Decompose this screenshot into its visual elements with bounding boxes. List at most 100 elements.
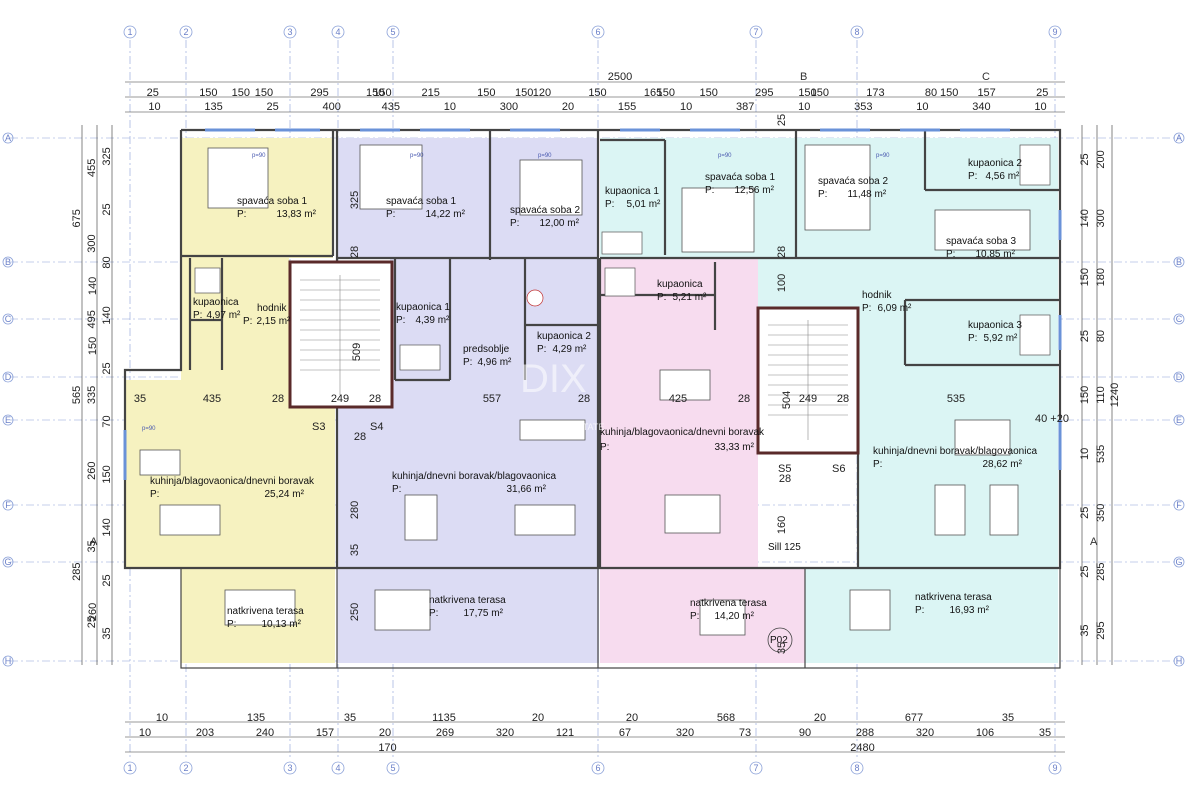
dimension-value: 325: [101, 147, 113, 165]
bed-icon: [359, 144, 423, 210]
interior-dimension: 150: [87, 337, 99, 355]
axis-bottom-4: 4: [335, 763, 340, 773]
dimension-value: 455: [86, 159, 98, 177]
dimension-value: 135: [247, 712, 265, 724]
area-prefix: P:: [946, 249, 955, 260]
bed-icon: [681, 187, 755, 253]
dimension-value: 285: [71, 562, 83, 580]
interior-dimension: 28: [578, 393, 590, 405]
axis-top-3: 3: [287, 27, 292, 37]
interior-dimension: 35: [134, 393, 146, 405]
svg-text:P:4,97 m²: P:4,97 m²: [193, 310, 241, 321]
room-name: kupaonica 1: [396, 302, 450, 313]
bed-icon: [934, 209, 1031, 251]
dimension-value: 2480: [850, 742, 874, 754]
axis-left-f: F: [5, 500, 11, 510]
area-prefix: P:: [690, 611, 699, 622]
room-area: 12,56 m²: [734, 185, 774, 196]
room-area: 28,62 m²: [982, 459, 1022, 470]
svg-text:P:14,20 m²: P:14,20 m²: [690, 611, 755, 622]
axis-labels: 1 2 3 4 5 6 7 8 9 1 2 3 4 5 6 7 8 9 A B …: [4, 27, 1182, 773]
dimension-value: 150: [699, 87, 717, 99]
dimension-value: 157: [977, 87, 995, 99]
dimension-value: 1240: [1109, 383, 1121, 407]
top-total-dimension: 2500: [608, 71, 632, 83]
dimension-value: 400: [323, 101, 341, 113]
interior-dimension: 249: [331, 393, 349, 405]
axis-top-8: 8: [854, 27, 859, 37]
right-dimensions: 1240200300180801105353502852952514015025…: [1079, 150, 1121, 639]
dimension-value: 35: [1002, 712, 1014, 724]
room-area: 12,00 m²: [539, 218, 579, 229]
sofa-icon: [519, 419, 586, 441]
stair-label: S6: [832, 463, 845, 475]
dimension-value: 25: [101, 203, 113, 215]
dimension-value: 240: [256, 727, 274, 739]
dimension-value: 25: [1036, 87, 1048, 99]
window-note: p=90: [410, 153, 424, 159]
room-name: natkrivena terasa: [915, 592, 992, 603]
room-name: kupaonica: [193, 297, 239, 308]
interior-dimension: 28: [776, 246, 788, 258]
stair-core-left: [288, 260, 394, 409]
furniture-beds: [207, 144, 1031, 253]
axis-top-1: 1: [127, 27, 132, 37]
dimension-value: 200: [1095, 150, 1107, 168]
door-swing-icon: [767, 627, 793, 653]
boiler-icon: [526, 289, 544, 307]
dimension-value: 150: [1079, 386, 1091, 404]
axis-bottom-1: 1: [127, 763, 132, 773]
dimension-value: 25: [147, 87, 159, 99]
room-name: kupaonica: [657, 279, 703, 290]
area-prefix: P:: [657, 292, 666, 303]
area-prefix: P:: [537, 344, 546, 355]
section-c-top: C: [982, 71, 990, 83]
dimension-value: 320: [676, 727, 694, 739]
dimension-value: 20: [562, 101, 574, 113]
dimension-value: 25: [1079, 330, 1091, 342]
furniture-tables: [139, 369, 1019, 636]
dimension-value: 140: [101, 306, 113, 324]
interior-dimension: 535: [947, 393, 965, 405]
dimension-value: 353: [854, 101, 872, 113]
room-area: 33,33 m²: [714, 442, 754, 453]
interior-dimension: 28: [354, 431, 366, 443]
svg-text:P:2,15 m²: P:2,15 m²: [243, 316, 291, 327]
room-name: spavaća soba 1: [705, 172, 775, 183]
dimension-value: 121: [556, 727, 574, 739]
interior-dimension: 140: [87, 277, 99, 295]
room-area: 6,09 m²: [877, 303, 912, 314]
dimension-value: 150: [798, 87, 816, 99]
section-a-left: A: [90, 536, 98, 548]
svg-text:P:28,62 m²: P:28,62 m²: [873, 459, 1023, 470]
dining-table-icon: [404, 494, 438, 541]
room-area: 5,01 m²: [626, 199, 661, 210]
area-prefix: P:: [968, 171, 977, 182]
shower-icon: [1019, 314, 1051, 356]
axis-bottom-8: 8: [854, 763, 859, 773]
room-area: 14,22 m²: [425, 209, 465, 220]
window-note: p=90: [876, 153, 890, 159]
room-area: 5,92 m²: [983, 333, 1018, 344]
dimension-value: 25: [101, 362, 113, 374]
area-prefix: P:: [915, 605, 924, 616]
axis-left-h: H: [5, 656, 12, 666]
axis-top-6: 6: [595, 27, 600, 37]
dimension-value: 495: [86, 310, 98, 328]
dimension-value: 150: [588, 87, 606, 99]
dimension-value: 10: [916, 101, 928, 113]
section-a-right: A: [1090, 536, 1098, 548]
dimension-value: 25: [1079, 153, 1091, 165]
axis-right-g: G: [1175, 557, 1182, 567]
dimension-value: 150: [255, 87, 273, 99]
dimension-value: 300: [86, 234, 98, 252]
interior-dimension: 250: [349, 603, 361, 621]
area-prefix: P:: [605, 199, 614, 210]
dimension-value: 80: [925, 87, 937, 99]
room-name: kupaonica 2: [968, 158, 1022, 169]
dimension-value: 320: [916, 727, 934, 739]
dimension-value: 35: [101, 627, 113, 639]
bath-fixtures: [194, 144, 1051, 371]
shower-icon: [604, 267, 636, 297]
